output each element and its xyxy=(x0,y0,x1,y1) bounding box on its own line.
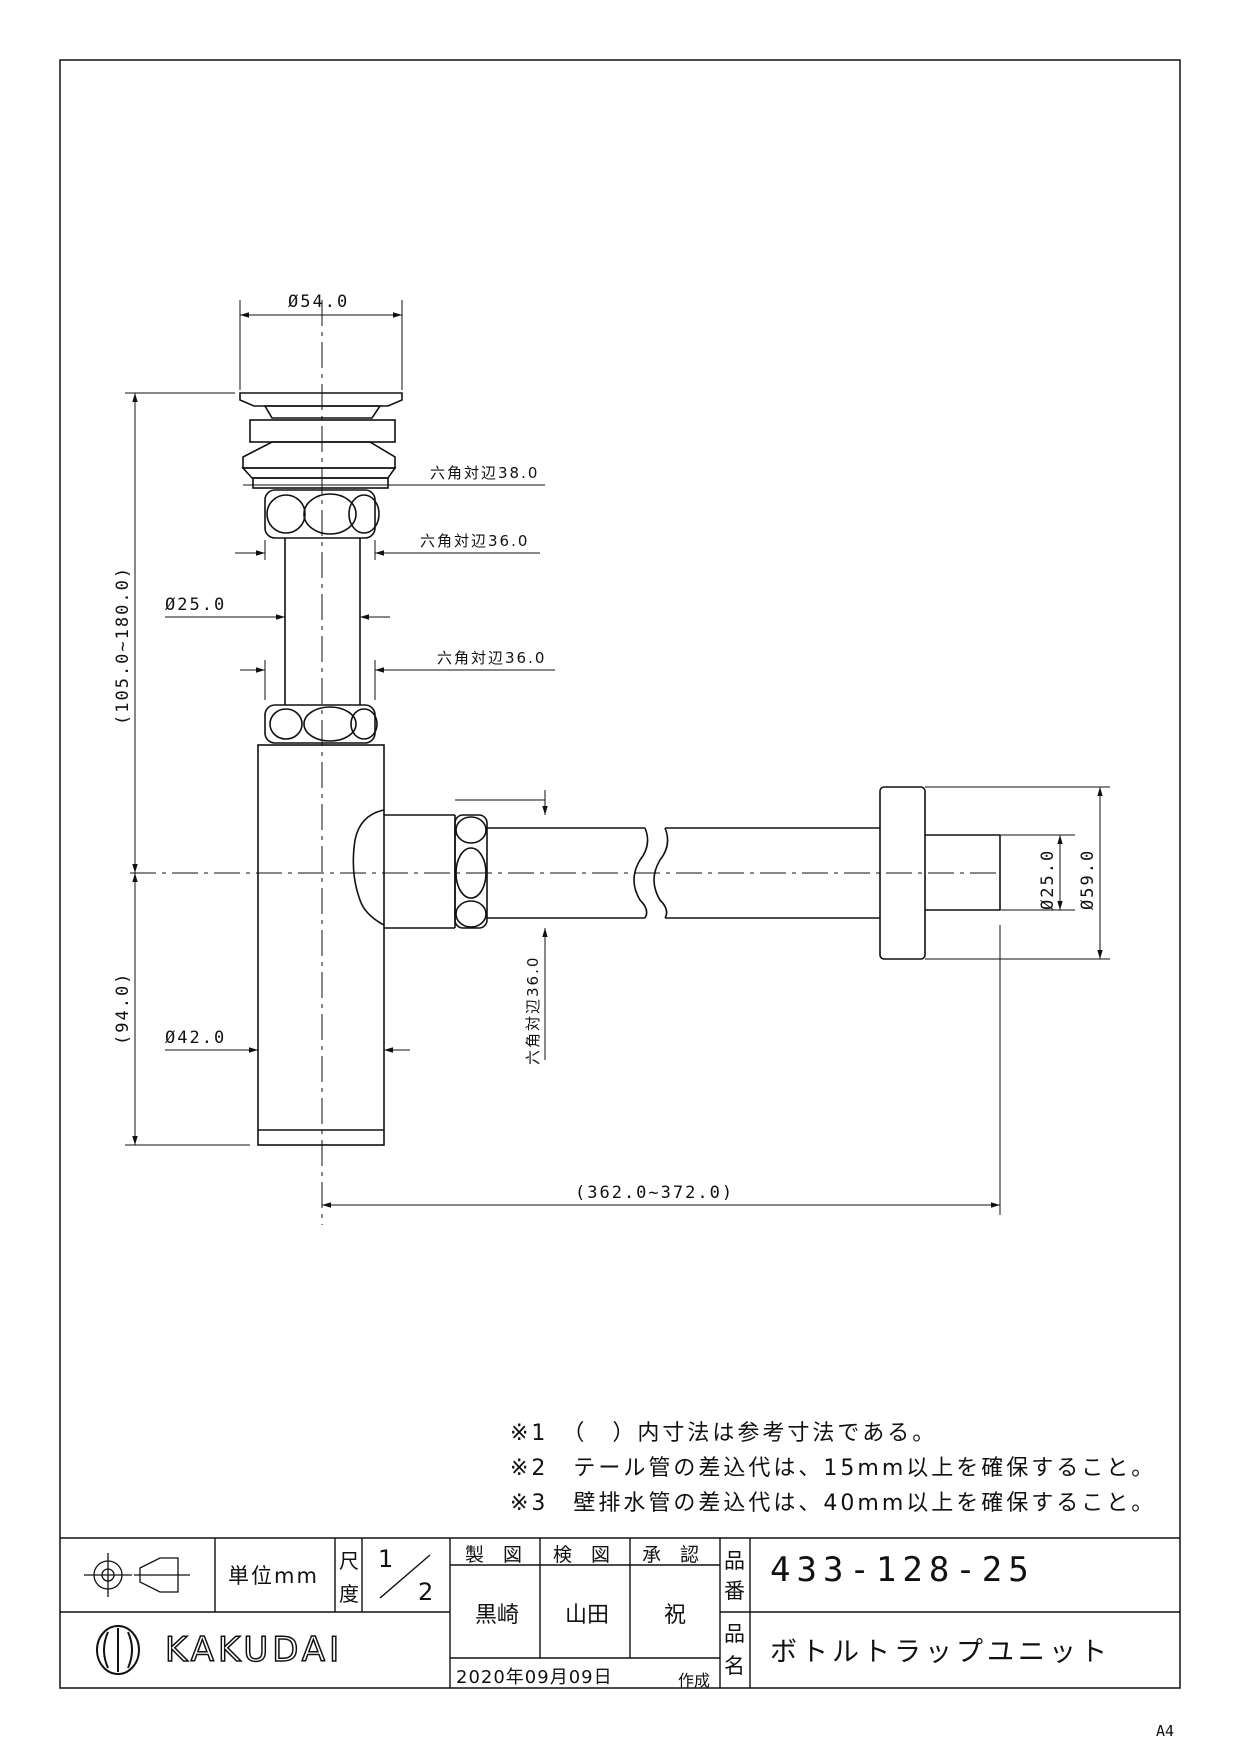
part-name-label-2: 名 xyxy=(724,1654,745,1678)
scale-slash xyxy=(379,1554,431,1599)
note-1: ※1 （ ）内寸法は参考寸法である。 xyxy=(510,1421,938,1446)
part-name: ボトルトラップユニット xyxy=(770,1637,1111,1668)
dim-hex-38: 六角対辺38.0 xyxy=(430,464,539,482)
bottle-trap-drawing xyxy=(130,300,1001,1225)
dim-top-diameter: Ø54.0 xyxy=(288,292,349,312)
dim-horizontal-range: (362.0~372.0) xyxy=(575,1183,734,1203)
dim-hex-36-upper: 六角対辺36.0 xyxy=(420,532,529,550)
scale-numerator: 1 xyxy=(378,1545,394,1573)
scale-label-1: 尺 xyxy=(339,1549,359,1573)
dim-flange-diameter: Ø59.0 xyxy=(1078,849,1098,910)
note-3: ※3 壁排水管の差込代は、40mm以上を確保すること。 xyxy=(510,1491,1157,1516)
title-block-grid xyxy=(60,1537,1180,1688)
dim-outlet-pipe-diameter: Ø25.0 xyxy=(1038,849,1058,910)
dim-vertical-range: (105.0~180.0) xyxy=(113,566,133,725)
checked-label: 検 図 xyxy=(553,1544,611,1566)
dim-hex-36-side: 六角対辺36.0 xyxy=(524,956,542,1065)
part-number: 433-128-25 xyxy=(770,1550,1035,1590)
created-date: 2020年09月09日 xyxy=(456,1667,613,1688)
designed-label: 製 図 xyxy=(465,1544,523,1566)
designer-name: 黒崎 xyxy=(475,1603,520,1628)
approver-name: 祝 xyxy=(664,1603,687,1628)
part-no-label-1: 品 xyxy=(724,1549,745,1573)
part-no-label-2: 番 xyxy=(724,1579,745,1603)
checker-name: 山田 xyxy=(565,1603,610,1628)
dim-body-diameter: Ø42.0 xyxy=(165,1028,226,1048)
approved-label: 承 認 xyxy=(642,1544,700,1566)
scale-denominator: 2 xyxy=(418,1578,434,1606)
drawing-border xyxy=(59,59,1181,1689)
unit-label: 単位mm xyxy=(228,1564,319,1588)
scale-label-2: 度 xyxy=(339,1582,359,1606)
part-name-label-1: 品 xyxy=(724,1622,745,1646)
created-label: 作成 xyxy=(678,1671,711,1690)
dim-pipe-diameter: Ø25.0 xyxy=(165,595,226,615)
paper-size: A4 xyxy=(1155,1722,1174,1740)
note-2: ※2 テール管の差込代は、15mm以上を確保すること。 xyxy=(510,1456,1157,1481)
brand-name: KAKUDAI xyxy=(164,1629,344,1671)
third-angle-projection-icon xyxy=(84,1553,190,1597)
dim-lower-height: (94.0) xyxy=(113,972,133,1045)
kakudai-logo-icon xyxy=(96,1625,140,1675)
dimension-lines xyxy=(125,300,1110,1215)
dim-hex-36-mid: 六角対辺36.0 xyxy=(437,649,546,667)
